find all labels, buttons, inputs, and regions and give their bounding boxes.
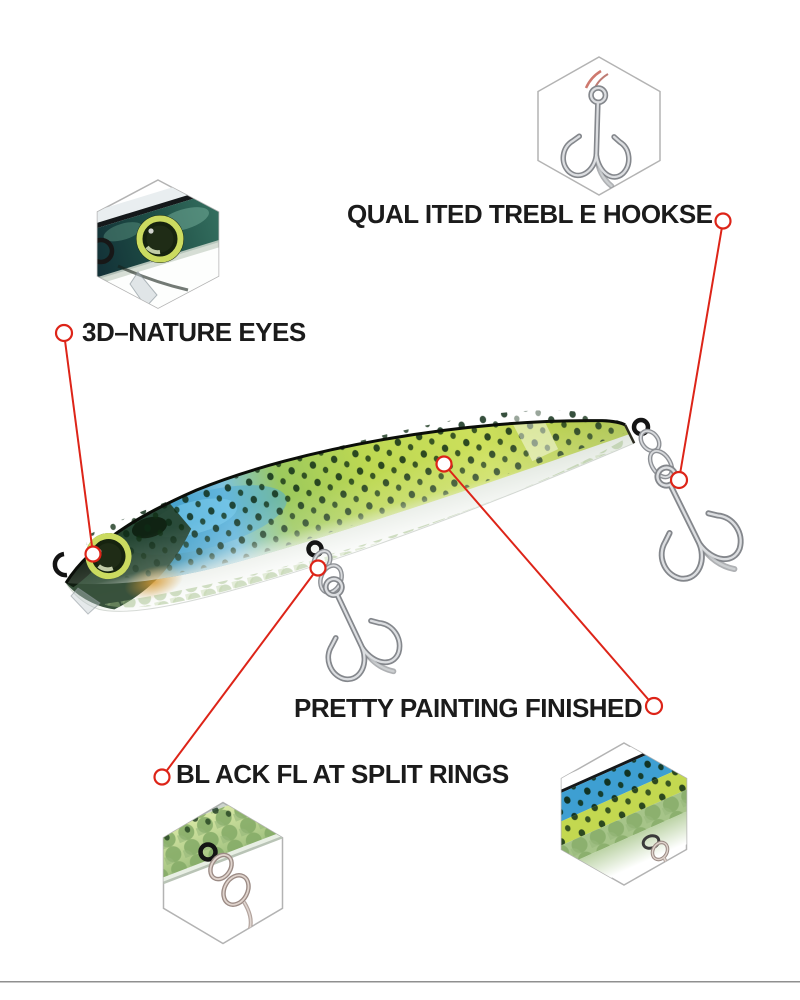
belly-treble-hook (298, 564, 410, 694)
callout-dot (435, 455, 453, 473)
callout-dot (669, 470, 689, 490)
callout-dot (644, 696, 664, 716)
callout-dot (153, 768, 171, 786)
callout-dot (84, 545, 102, 563)
hex-inset-split-ring (162, 801, 284, 945)
callout-label-split-rings: BL ACK FL AT SPLIT RINGS (176, 759, 509, 789)
hex-inset-pattern (560, 742, 688, 886)
callout-dot (714, 212, 732, 230)
lure-eye (85, 533, 132, 580)
tail-split-ring (631, 417, 675, 480)
tail-treble-hook (627, 451, 753, 596)
callout-label-treble-hooks: QUAL ITED TREBL E HOOKSE (347, 199, 713, 229)
nose-split-ring (52, 551, 68, 578)
callout-label-painting: PRETTY PAINTING FINISHED (294, 693, 643, 723)
lure-bib (70, 587, 101, 615)
callout-dot (309, 559, 327, 577)
callout-label-nature-eyes: 3D–NATURE EYES (82, 317, 306, 347)
divider-line (0, 981, 800, 983)
lure-image (52, 401, 636, 615)
callout-dot (54, 323, 74, 343)
hex-inset-hook (537, 56, 661, 196)
leader-lines (54, 212, 732, 786)
